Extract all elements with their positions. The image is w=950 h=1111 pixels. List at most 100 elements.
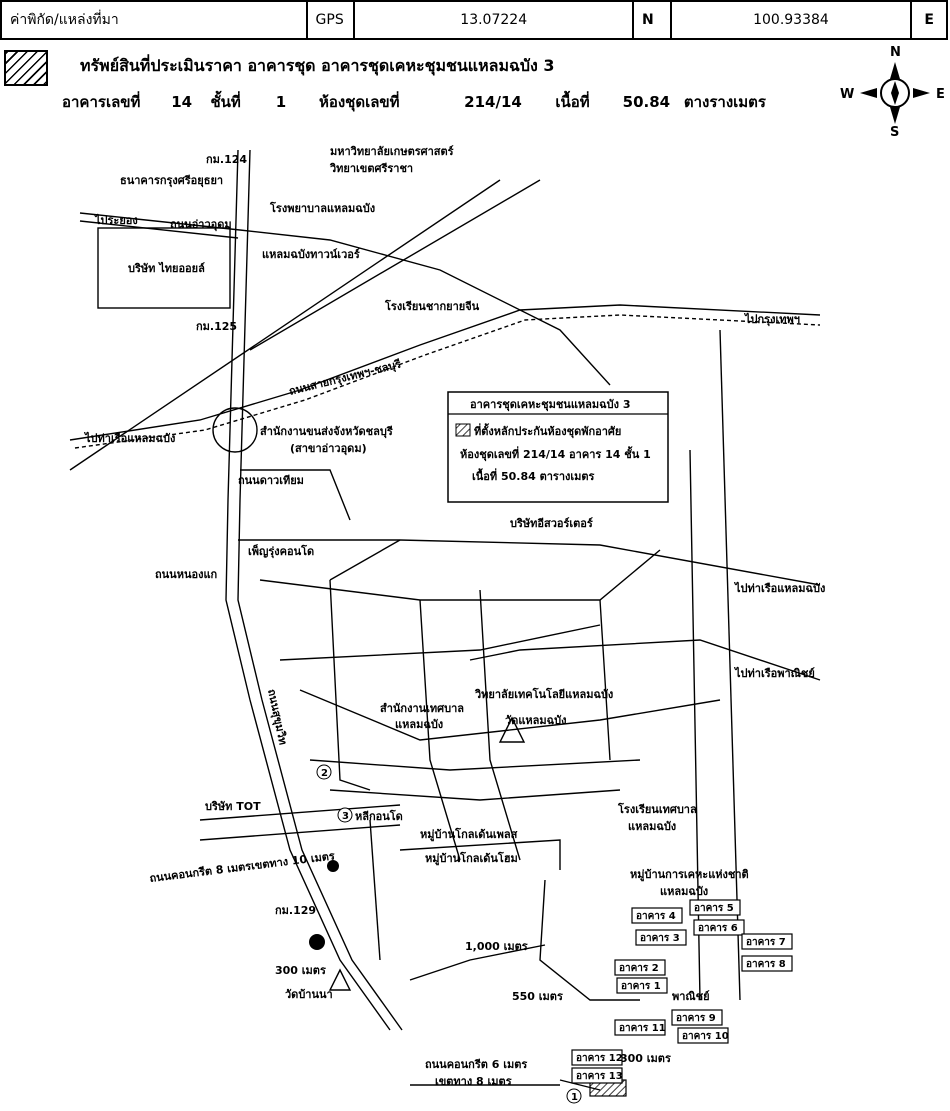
map-label-to-port2: ไปท่าเรือแหลมฉบัง	[733, 581, 825, 595]
building-block	[671, 1009, 723, 1026]
building-blocks: อาคาร 4 อาคาร 5 อาคาร 3 อาคาร 6 อาคาร 7 อาคาร…	[571, 899, 793, 1084]
map-label-village2: หมู่บ้านโกลเด้นโฮม	[425, 851, 518, 866]
map-label-commerce: พาณิชย์	[672, 990, 710, 1003]
area-label: เนื้อที่	[555, 93, 590, 111]
map-label-dao-thiam: ถนนดาวเทียม	[238, 474, 304, 487]
building-label: อาคาร 6	[698, 923, 738, 934]
map-label-sukhumvit: ถนนสุขุมวิท	[264, 688, 289, 746]
map-label-village1: หมู่บ้านโกลเด้นเพลส	[420, 827, 518, 842]
map-label-hospital: โรงพยาบาลแหลมฉบัง	[269, 201, 375, 215]
map-label-to-port1: ไปท่าเรือแหลมฉบัง	[83, 431, 175, 445]
map-label-technical: วิทยาลัยเทคโนโลยีแหลมฉบัง	[474, 687, 613, 701]
temple-icon-2	[498, 716, 526, 743]
map-label-bypass: ถนนสายกรุงเทพฯ-ชลบุรี	[288, 357, 403, 398]
legend-line2: ห้องชุดเลขที่ 214/14 อาคาร 14 ชั้น 1	[460, 446, 651, 462]
map-label-school2b: แหลมฉบัง	[628, 820, 676, 833]
map-label-to-bangkok: ไปกรุงเทพฯ	[743, 312, 800, 327]
building-label: อาคาร 11	[619, 1023, 666, 1034]
compass-w: W	[840, 87, 854, 102]
location-dot	[327, 860, 339, 872]
map-label-nhakeha2: แหลมฉบัง	[660, 885, 708, 898]
map-label-krungsri: ธนาคารกรุงศรีอยุธยา	[120, 174, 223, 188]
longitude-dir: E	[910, 0, 948, 40]
cross-marker-icon	[309, 934, 325, 950]
map-label-concrete2: ถนนคอนกรีต 6 เมตร	[425, 1058, 527, 1071]
map-label-temple2: วัดบ้านนา	[285, 988, 333, 1001]
compass-s: S	[890, 125, 899, 140]
building-label: อาคาร 12	[576, 1053, 623, 1064]
map-label-km129: กม.129	[275, 904, 316, 917]
building-block	[635, 929, 687, 946]
map-label-d300b: 300 เมตร	[620, 1052, 671, 1065]
asset-detail-row: อาคารเลขที่ 14 ชั้นที่ 1 ห้องชุดเลขที่ 2…	[62, 90, 766, 114]
building-block	[689, 899, 741, 916]
map-label-town: แหลมฉบังทาวน์เวอร์	[262, 248, 360, 261]
marker-2: 2	[321, 768, 328, 779]
map-label-concrete1: ถนนคอนกรีต 8 เมตรเขตทาง 10 เมตร	[149, 849, 336, 885]
compass-e: E	[936, 87, 945, 102]
map-label-d1000: 1,000 เมตร	[465, 940, 528, 953]
building-block	[741, 955, 793, 972]
building-label: อาคาร 5	[694, 903, 734, 914]
building-block	[741, 933, 793, 950]
compass-n: N	[890, 45, 901, 60]
map-label-ao-udom: ถนนอ่าวอุดม	[170, 218, 232, 232]
building-label: อาคาร 2	[619, 963, 659, 974]
unit-label: ห้องชุดเลขที่	[318, 93, 400, 111]
map-label-to-port3: ไปท่าเรือพาณิชย์	[733, 666, 815, 680]
map-label-kasetsart2: วิทยาเขตศรีราชา	[329, 162, 413, 175]
map-label-municipal2: แหลมฉบัง	[395, 718, 443, 731]
map-label-thai-oil: บริษัท ไทยออยล์	[128, 261, 205, 275]
legend-line1: ที่ตั้งหลักประกันห้องชุดพักอาศัย	[474, 423, 621, 439]
building-block	[631, 907, 683, 924]
map-label-tot: บริษัท TOT	[205, 800, 261, 813]
building-label: อาคาร 3	[640, 933, 680, 944]
building-block	[616, 977, 668, 994]
building-label: อาคารเลขที่	[62, 93, 141, 111]
latitude-value: 13.07224	[353, 0, 634, 40]
map-label-phenrung: เพ็ญรุ่งคอนโด	[248, 544, 314, 559]
building-block	[571, 1049, 623, 1066]
marker-1: 1	[571, 1092, 578, 1103]
building-block	[614, 1019, 666, 1036]
map-label-d300: 300 เมตร	[275, 964, 326, 977]
unit-no: 214/14	[464, 93, 522, 111]
floor-label: ชั้นที่	[210, 93, 241, 111]
map-label-km124: กม.124	[206, 153, 247, 166]
building-label: อาคาร 10	[682, 1031, 729, 1042]
building-label: อาคาร 1	[621, 981, 661, 992]
map-label-km125: กม.125	[196, 320, 237, 333]
map-label-office: สำนักงานขนส่งจังหวัดชลบุรี	[260, 425, 393, 439]
map-label-office2: (สาขาอ่าวอุดม)	[290, 442, 367, 456]
building-block	[693, 919, 745, 936]
hatch-legend-swatch	[4, 50, 48, 86]
area-unit: ตางรางเมตร	[683, 93, 766, 111]
map-label-to-rayong: ไประยอง	[93, 213, 138, 227]
latitude-dir: N	[632, 0, 672, 40]
building-block	[571, 1067, 623, 1084]
map-label-condo: หลีกอนโด	[355, 809, 403, 823]
building-label: อาคาร 4	[636, 911, 676, 922]
longitude-value: 100.93384	[669, 0, 913, 40]
marker-3: 3	[342, 811, 349, 822]
coordinate-table: ค่าพิกัด/แหล่งที่มา GPS 13.07224 N 100.9…	[0, 0, 948, 40]
map-label-nhakeha: หมู่บ้านการเคหะแห่งชาติ	[630, 868, 749, 882]
legend-line3: เนื้อที่ 50.84 ตารางเมตร	[472, 468, 595, 483]
compass-rose-icon: N S W E	[840, 45, 945, 140]
building-block	[614, 959, 666, 976]
building-label: อาคาร 9	[676, 1013, 716, 1024]
map-label-concrete2b: เขตทาง 8 เมตร	[435, 1075, 512, 1088]
building-label: อาคาร 8	[746, 959, 786, 970]
asset-title: ทรัพย์สินที่ประเมินราคา อาคารชุด อาคารชุ…	[80, 56, 555, 75]
building-label: อาคาร 7	[746, 937, 786, 948]
map-label-temple1: วัดแหลมฉบัง	[505, 714, 567, 727]
map-label-d550: 550 เมตร	[512, 990, 563, 1003]
map-label-kasetsart: มหาวิทยาลัยเกษตรศาสตร์	[330, 145, 454, 158]
legend-title: อาคารชุดเคหะชุมชนแหลมฉบัง 3	[470, 398, 630, 412]
map-label-nong-kae: ถนนหนองแก	[155, 568, 218, 581]
building-label: อาคาร 13	[576, 1071, 623, 1082]
location-map: อาคารชุดเคหะชุมชนแหลมฉบัง 3 ที่ตั้งหลักป…	[69, 145, 825, 1104]
building-block	[677, 1027, 729, 1044]
map-label-municipal: สำนักงานเทศบาล	[380, 702, 464, 715]
building-no: 14	[171, 93, 193, 111]
